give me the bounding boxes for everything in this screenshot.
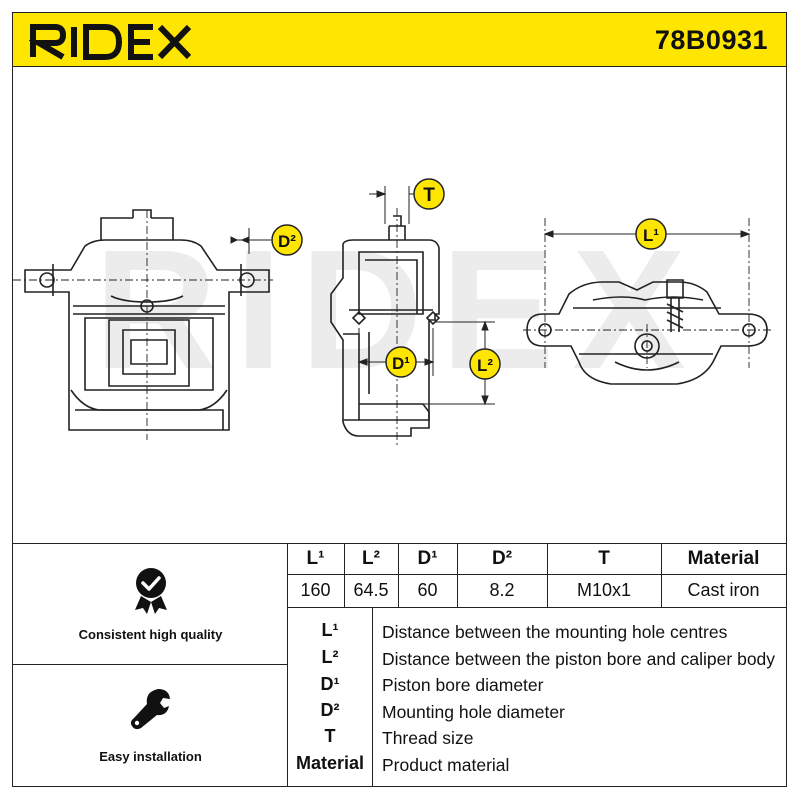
badge-l1-label: L¹ [643, 226, 659, 245]
spec-value-l2: 64.5 [353, 580, 389, 600]
medal-check-icon [135, 568, 167, 614]
legend-key-d1: D¹ [320, 674, 340, 694]
spec-value-t: M10x1 [576, 580, 632, 600]
spec-value-d2: 8.2 [489, 580, 515, 600]
legend-desc-d2: Mounting hole diameter [382, 702, 565, 722]
badge-d2-label: D² [278, 232, 296, 251]
technical-drawing: RIDEX [13, 178, 773, 448]
wrench-icon [130, 689, 170, 730]
spec-area: L¹ L² D¹ D² T Material 160 64.5 60 8.2 M… [13, 543, 786, 787]
part-number: 78B0931 [654, 25, 768, 55]
caliper-side-view [330, 215, 441, 437]
spec-header-material: Material [687, 548, 760, 569]
legend-key-d2: D² [320, 700, 340, 720]
legend-desc-d1: Piston bore diameter [382, 675, 544, 695]
legend-key-t: T [324, 726, 336, 746]
feature-label-installation: Easy installation [99, 749, 202, 764]
badge-d1-label: D¹ [392, 354, 410, 373]
dim-badge-t: T [413, 178, 445, 210]
dim-badge-l2: L² [469, 348, 501, 380]
legend-key-material: Material [295, 753, 365, 773]
spec-value-material: Cast iron [687, 580, 760, 600]
dim-badge-d1: D¹ [385, 346, 417, 378]
spec-header-l2: L² [362, 548, 380, 569]
spec-header-l1: L¹ [306, 548, 325, 569]
spec-value-d1: 60 [417, 580, 438, 600]
badge-l2-label: L² [477, 356, 493, 375]
spec-header-d1: D¹ [417, 548, 438, 569]
spec-header-d2: D² [491, 548, 513, 569]
legend-key-l2: L² [321, 647, 339, 667]
product-sheet [12, 12, 787, 787]
feature-label-quality: Consistent high quality [78, 627, 223, 642]
header-bar: 78B0931 [12, 12, 787, 67]
legend-key-l1: L¹ [321, 620, 339, 640]
dim-badge-l1: L¹ [635, 218, 667, 250]
spec-value-l1: 160 [300, 580, 331, 600]
legend-desc-t: Thread size [382, 728, 474, 748]
legend-desc-l1: Distance between the mounting hole centr… [382, 622, 728, 642]
ridex-logo [29, 24, 192, 60]
spec-header-t: T [598, 548, 610, 569]
legend-desc-material: Product material [382, 755, 510, 775]
badge-t-label: T [423, 185, 435, 206]
legend-desc-l2: Distance between the piston bore and cal… [382, 649, 776, 669]
dim-badge-d2: D² [271, 224, 303, 256]
